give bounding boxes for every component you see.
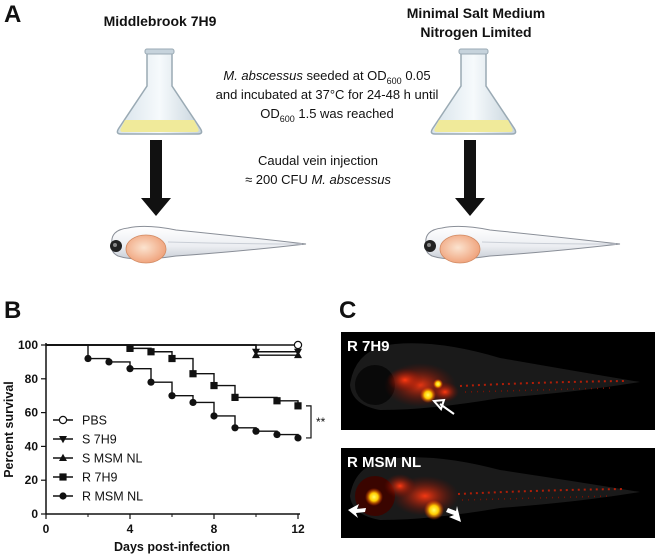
legend-label-r-msm-nl: R MSM NL [82, 490, 143, 504]
data-point-r-7h9 [294, 402, 302, 410]
x-tick-label: 8 [211, 522, 218, 536]
data-point-r-7h9 [189, 370, 197, 378]
panel-b: B 0 20 40 60 80 100 0 4 8 12 PBS S 7H9 S MSM NL R 7H… [2, 297, 326, 554]
right-medium-label-line1: Minimal Salt Medium [407, 5, 545, 21]
data-point-r-msm-nl [231, 424, 239, 432]
data-point-r-msm-nl [168, 392, 176, 400]
left-medium-label: Middlebrook 7H9 [104, 13, 217, 29]
legend-marker-s-msm-nl [59, 453, 67, 461]
flask-right-icon [430, 48, 517, 135]
right-medium-label-line2: Nitrogen Limited [420, 24, 531, 40]
panel-b-letter: B [4, 297, 21, 324]
chart-legend: PBS S 7H9 S MSM NL R 7H9 R MSM NL [53, 414, 143, 504]
panel-a-letter: A [4, 1, 21, 28]
series-line-s-7h9 [46, 344, 298, 353]
culture-text-line1: M. abscessus seeded at OD600 0.05 [223, 68, 430, 86]
series-r-msm-nl [46, 344, 302, 442]
x-tick-label: 4 [127, 522, 134, 536]
legend-label-s-7h9: S 7H9 [82, 433, 117, 447]
legend-label-pbs: PBS [82, 414, 107, 428]
data-point-r-msm-nl [147, 378, 155, 386]
data-point-r-msm-nl [84, 354, 92, 363]
panel-a: A Middlebrook 7H9 Minimal Salt Medium Ni… [4, 1, 621, 264]
y-tick-label: 60 [25, 406, 39, 420]
culture-text-line2: and incubated at 37°C for 24-48 h until [216, 87, 439, 102]
arrow-solid-right-icon [446, 506, 461, 522]
arrow-open-head-icon [431, 398, 446, 411]
series-r-7h9 [46, 344, 302, 410]
legend-label-r-7h9: R 7H9 [82, 471, 117, 485]
x-tick-label: 12 [291, 522, 305, 536]
data-point-r-7h9 [147, 348, 155, 356]
data-point-r-msm-nl [252, 427, 260, 435]
arrow-solid-left-icon [348, 504, 366, 518]
image-label-r-msm-nl: R MSM NL [347, 454, 421, 471]
fluorescence-image-r-7h9: R 7H9 [341, 332, 655, 430]
series-s-7h9 [46, 344, 302, 356]
y-tick-label: 40 [25, 439, 39, 453]
injection-text-line2: ≈ 200 CFU M. abscessus [245, 172, 391, 187]
series-s-msm-nl [46, 344, 302, 359]
down-arrow-left-icon [141, 140, 171, 216]
zebrafish-larva-right-icon [424, 225, 621, 264]
data-point-r-7h9 [231, 393, 239, 401]
data-point-r-msm-nl [210, 412, 218, 420]
series-line-s-msm-nl [46, 344, 298, 356]
injection-text-line1: Caudal vein injection [258, 153, 378, 168]
data-point-r-7h9 [273, 397, 281, 405]
data-point-r-7h9 [168, 354, 176, 363]
data-point-s-msm-nl [252, 350, 260, 359]
species-name: M. abscessus [223, 68, 303, 83]
y-tick-label: 100 [18, 338, 38, 352]
legend-marker-r-msm-nl [59, 492, 67, 500]
image-label-r-7h9: R 7H9 [347, 338, 390, 355]
data-point-r-msm-nl [105, 358, 113, 366]
panel-c: C R 7H9 R MSM [339, 297, 655, 538]
significance-label: ** [316, 415, 326, 429]
panel-c-letter: C [339, 297, 356, 324]
data-point-r-7h9 [210, 381, 218, 390]
data-point-r-msm-nl [273, 430, 281, 439]
flask-left-icon [116, 48, 203, 135]
y-tick-label: 80 [25, 372, 39, 386]
data-point-r-7h9 [126, 344, 134, 352]
y-tick-label: 20 [25, 473, 39, 487]
data-point-r-msm-nl [126, 365, 134, 373]
legend-label-s-msm-nl: S MSM NL [82, 452, 142, 466]
fluorescence-image-r-msm-nl: R MSM NL [341, 448, 655, 538]
x-axis-label: Days post-infection [114, 540, 230, 554]
data-point-r-msm-nl [189, 398, 197, 407]
significance-bracket [306, 405, 312, 439]
legend-marker-pbs [58, 415, 68, 425]
legend-marker-s-7h9 [59, 436, 67, 444]
y-axis-label: Percent survival [2, 381, 16, 478]
down-arrow-right-icon [455, 140, 485, 216]
legend-marker-r-7h9 [59, 473, 67, 481]
data-point-pbs [293, 340, 303, 350]
y-tick-label: 0 [31, 507, 38, 521]
chart-series [46, 340, 303, 442]
data-point-s-msm-nl [294, 350, 302, 359]
culture-text-line3: OD600 1.5 was reached [260, 106, 394, 124]
data-point-r-msm-nl [294, 434, 302, 442]
zebrafish-larva-left-icon [110, 225, 307, 264]
chart-axes: 0 20 40 60 80 100 0 4 8 12 [18, 338, 305, 536]
x-tick-label: 0 [43, 522, 50, 536]
survival-chart: 0 20 40 60 80 100 0 4 8 12 PBS S 7H9 S MSM NL R 7H9R… [2, 338, 326, 554]
